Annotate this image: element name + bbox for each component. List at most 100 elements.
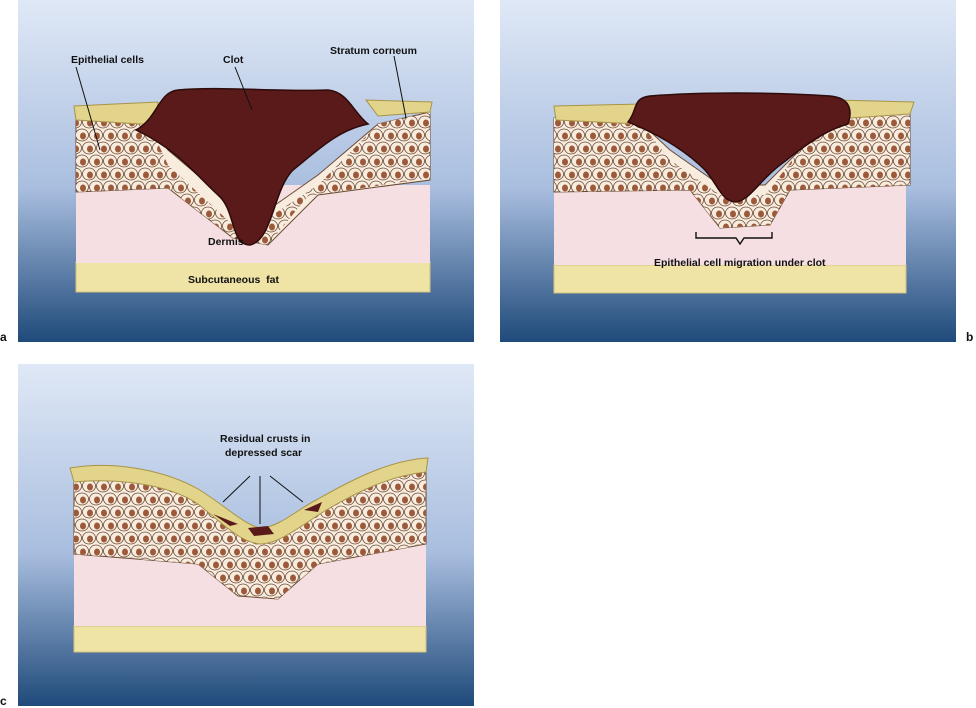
crust-pointer-1 — [222, 475, 251, 503]
cell-nucleus — [793, 171, 799, 179]
cell-nucleus — [87, 509, 93, 517]
cell-nucleus — [115, 509, 121, 517]
cell-nucleus — [562, 132, 568, 140]
cell-nucleus — [423, 509, 426, 517]
cell-nucleus — [828, 158, 834, 166]
cell-nucleus — [660, 184, 666, 192]
cell-nucleus — [870, 132, 876, 140]
cell-nucleus — [136, 548, 142, 556]
stratum-corneum-right — [364, 99, 433, 117]
cell-nucleus — [646, 158, 652, 166]
cell-nucleus — [367, 509, 373, 517]
cell-nucleus — [76, 145, 79, 153]
cell-nucleus — [604, 184, 610, 192]
cell-nucleus — [353, 509, 359, 517]
cell-nucleus — [576, 158, 582, 166]
cell-nucleus — [353, 171, 359, 179]
cell-nucleus — [604, 158, 610, 166]
crust-center — [248, 526, 274, 536]
fat-layer — [553, 264, 907, 294]
cell-nucleus — [122, 184, 128, 192]
cell-nucleus — [157, 535, 163, 543]
cell-nucleus — [94, 496, 100, 504]
cell-nucleus — [597, 171, 603, 179]
cell-nucleus — [234, 548, 240, 556]
cell-nucleus — [150, 548, 156, 556]
cell-nucleus — [283, 535, 289, 543]
label-crusts-line2: depressed scar — [225, 447, 302, 459]
cell-nucleus — [555, 119, 561, 127]
cell-nucleus — [388, 522, 394, 530]
cell-nucleus — [241, 561, 247, 569]
cell-nucleus — [381, 535, 387, 543]
cell-nucleus — [80, 522, 86, 530]
cell-nucleus — [164, 522, 170, 530]
cell-nucleus — [653, 171, 659, 179]
cell-nucleus — [423, 119, 429, 127]
cell-nucleus — [884, 132, 890, 140]
cell-nucleus — [74, 535, 79, 543]
cell-nucleus — [772, 184, 778, 192]
cell-nucleus — [709, 197, 715, 205]
cell-nucleus — [807, 171, 813, 179]
cell-nucleus — [891, 145, 897, 153]
epithelial-cell — [554, 154, 557, 168]
cell-nucleus — [367, 171, 373, 179]
label-subcutaneous-fat: Subcutaneous fat — [188, 274, 280, 286]
cell-nucleus — [395, 483, 401, 491]
cell-nucleus — [185, 535, 191, 543]
epithelial-cell — [907, 128, 910, 142]
cell-nucleus — [262, 236, 268, 244]
cell-nucleus — [143, 535, 149, 543]
cell-nucleus — [206, 210, 212, 218]
cell-nucleus — [80, 132, 86, 140]
cell-nucleus — [129, 483, 135, 491]
cell-nucleus — [255, 587, 261, 595]
cell-nucleus — [227, 561, 233, 569]
cell-nucleus — [269, 223, 275, 231]
cell-nucleus — [842, 132, 848, 140]
cell-nucleus — [108, 132, 114, 140]
cell-nucleus — [856, 132, 862, 140]
cell-nucleus — [381, 483, 387, 491]
cell-nucleus — [402, 496, 408, 504]
cell-nucleus — [248, 548, 254, 556]
cell-nucleus — [220, 574, 226, 582]
cell-nucleus — [388, 496, 394, 504]
cell-nucleus — [891, 119, 897, 127]
cell-nucleus — [227, 223, 233, 231]
cell-nucleus — [129, 171, 135, 179]
cell-nucleus — [360, 548, 366, 556]
cell-nucleus — [150, 496, 156, 504]
cell-nucleus — [164, 548, 170, 556]
cell-nucleus — [304, 522, 310, 530]
cell-nucleus — [409, 145, 415, 153]
epithelial-cell — [425, 128, 430, 142]
cell-nucleus — [590, 158, 596, 166]
cell-nucleus — [87, 483, 93, 491]
cell-nucleus — [248, 574, 254, 582]
cell-nucleus — [402, 132, 408, 140]
cell-nucleus — [297, 561, 303, 569]
cell-nucleus — [416, 132, 422, 140]
clot — [134, 87, 370, 246]
cell-nucleus — [625, 171, 631, 179]
cell-nucleus — [136, 522, 142, 530]
cell-nucleus — [94, 184, 100, 192]
cell-nucleus — [877, 171, 883, 179]
panel-a-illustration: Epithelial cells Clot Stratum corneum De… — [18, 0, 474, 342]
cell-nucleus — [80, 158, 86, 166]
cell-nucleus — [136, 158, 142, 166]
epithelial-cell — [554, 180, 557, 194]
epithelial-cell — [425, 492, 426, 506]
crust-right — [304, 502, 322, 512]
cell-nucleus — [381, 171, 387, 179]
cell-nucleus — [821, 171, 827, 179]
cell-nucleus — [269, 587, 275, 595]
epithelial-pointer — [75, 66, 101, 151]
cell-nucleus — [409, 119, 415, 127]
cell-nucleus — [76, 171, 79, 179]
cell-nucleus — [849, 171, 855, 179]
cell-nucleus — [402, 158, 408, 166]
cell-nucleus — [115, 535, 121, 543]
